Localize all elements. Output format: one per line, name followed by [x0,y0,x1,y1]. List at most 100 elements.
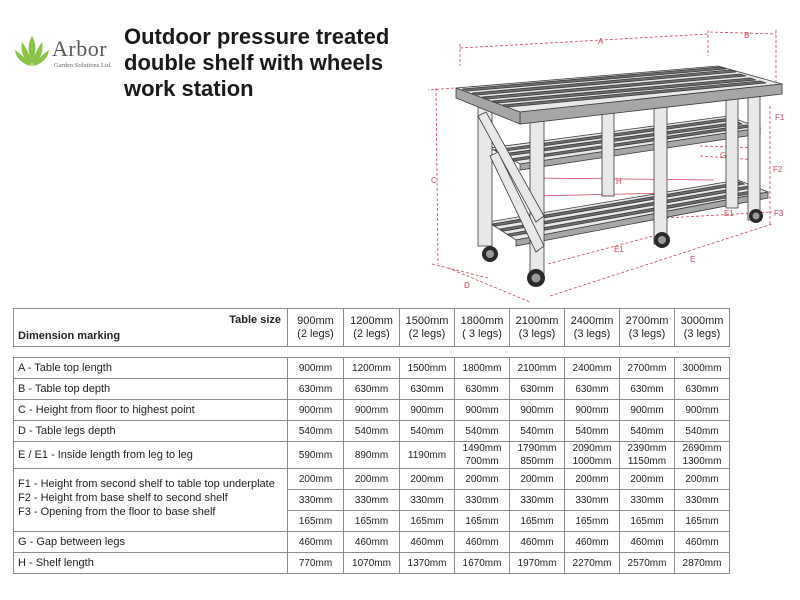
brand-logo: Arbor Garden Solutions Ltd. [14,34,134,78]
table-cell: 900mm [454,399,510,421]
table-size-column-header: 1800mm( 3 legs) [454,308,510,347]
table-cell: 330mm [287,489,344,511]
table-cell: 630mm [454,378,510,400]
title-line: work station [124,76,254,101]
table-row: D - Table legs depth 540mm 540mm 540mm 5… [13,420,730,442]
table-cell: 460mm [343,531,400,553]
table-cell: 630mm [343,378,400,400]
table-cell: 1500mm [399,357,455,379]
table-cell: 2870mm [674,552,730,574]
table-row: A - Table top length 900mm 1200mm 1500mm… [13,357,730,379]
table-cell: 330mm [343,489,400,511]
table-cell: 1370mm [399,552,455,574]
table-cell: 460mm [399,531,455,553]
table-cell: 460mm [454,531,510,553]
table-cell: 3000mm [674,357,730,379]
row-label: F2 - Height from base shelf to second sh… [18,492,228,504]
table-header-row: Table size Dimension marking 900mm(2 leg… [13,308,730,347]
table-cell: 165mm [399,510,455,532]
row-label: C - Height from floor to highest point [13,399,288,421]
table-cell: 200mm [674,468,730,490]
table-cell: 540mm [509,420,565,442]
table-size-column-header: 1500mm(2 legs) [399,308,455,347]
table-cell: 900mm [674,399,730,421]
table-row: F1 - Height from second shelf to table t… [13,468,730,532]
table-cell: 330mm [674,489,730,511]
table-row: G - Gap between legs 460mm 460mm 460mm 4… [13,531,730,553]
table-cell: 1200mm [343,357,400,379]
table-spacer-row [13,346,730,358]
table-row: 330mm 330mm 330mm 330mm 330mm 330mm 330m… [14,489,730,511]
table-cell: 900mm [509,399,565,421]
table-cell: 460mm [674,531,730,553]
table-cell: 590mm [287,441,344,469]
table-cell: 200mm [564,468,620,490]
table-cell: 200mm [287,468,344,490]
table-cell: 2400mm [564,357,620,379]
table-cell: 330mm [564,489,620,511]
table-cell: 1190mm [399,441,455,469]
table-cell: 330mm [454,489,510,511]
side-braces [477,111,545,253]
dim-label-b: B [744,31,749,40]
table-cell: 1800mm [454,357,510,379]
dim-label-e1: E1 [724,209,734,218]
dim-label-d: D [464,281,470,290]
back-legs [601,77,739,209]
brand-subtitle: Garden Solutions Ltd. [54,62,112,69]
table-row: C - Height from floor to highest point 9… [13,399,730,421]
wheels [482,209,763,287]
table-cell: 900mm [287,357,344,379]
row-label: H - Shelf length [13,552,288,574]
table-cell: 165mm [509,510,565,532]
dim-label-a: A [598,37,604,46]
table-row: 165mm 165mm 165mm 165mm 165mm 165mm 165m… [14,510,730,532]
table-cell: 330mm [509,489,565,511]
row-label: F3 - Opening from the floor to base shel… [18,506,216,518]
table-row: B - Table top depth 630mm 630mm 630mm 63… [13,378,730,400]
table-cell: 630mm [674,378,730,400]
table-cell: 2700mm [619,357,675,379]
dim-label-e1: E1 [614,245,624,254]
table-size-column-header: 2100mm(3 legs) [509,308,565,347]
table-cell: 900mm [287,399,344,421]
table-cell: 540mm [454,420,510,442]
table-cell: 630mm [399,378,455,400]
table-cell: 165mm [454,510,510,532]
dimension-lines [427,30,777,303]
table-row: H - Shelf length 770mm 1070mm 1370mm 167… [13,552,730,574]
table-cell: 165mm [287,510,344,532]
table-cell: 2100mm [509,357,565,379]
dim-label-f1: F1 [775,113,785,122]
table-cell: 1070mm [343,552,400,574]
title-line: Outdoor pressure treated [124,24,390,49]
table-cell: 1970mm [509,552,565,574]
dimension-table: Table size Dimension marking 900mm(2 leg… [13,308,730,574]
brand-name: Arbor [52,36,108,61]
table-size-column-header: 1200mm(2 legs) [343,308,400,347]
table-cell: 770mm [287,552,344,574]
table-cell: 330mm [619,489,675,511]
middle-shelf [488,115,762,171]
row-label: B - Table top depth [13,378,288,400]
dimension-marking-heading: Dimension marking [18,330,121,342]
table-cell: 900mm [619,399,675,421]
table-size-column-header: 2700mm(3 legs) [619,308,675,347]
row-label: D - Table legs depth [13,420,288,442]
table-cell: 900mm [343,399,400,421]
table-cell: 1670mm [454,552,510,574]
table-cell: 165mm [674,510,730,532]
dimension-labels: A B C D E E1 E1 F1 F2 F3 G H [431,31,785,290]
table-cell: 630mm [564,378,620,400]
f-labels-cell: F1 - Height from second shelf to table t… [13,468,288,532]
table-cell: 540mm [343,420,400,442]
row-label: F1 - Height from second shelf to table t… [18,478,275,490]
table-cell: 460mm [287,531,344,553]
table-size-column-header: 3000mm(3 legs) [674,308,730,347]
table-cell: 200mm [454,468,510,490]
page-title: Outdoor pressure treated double shelf wi… [124,24,424,102]
